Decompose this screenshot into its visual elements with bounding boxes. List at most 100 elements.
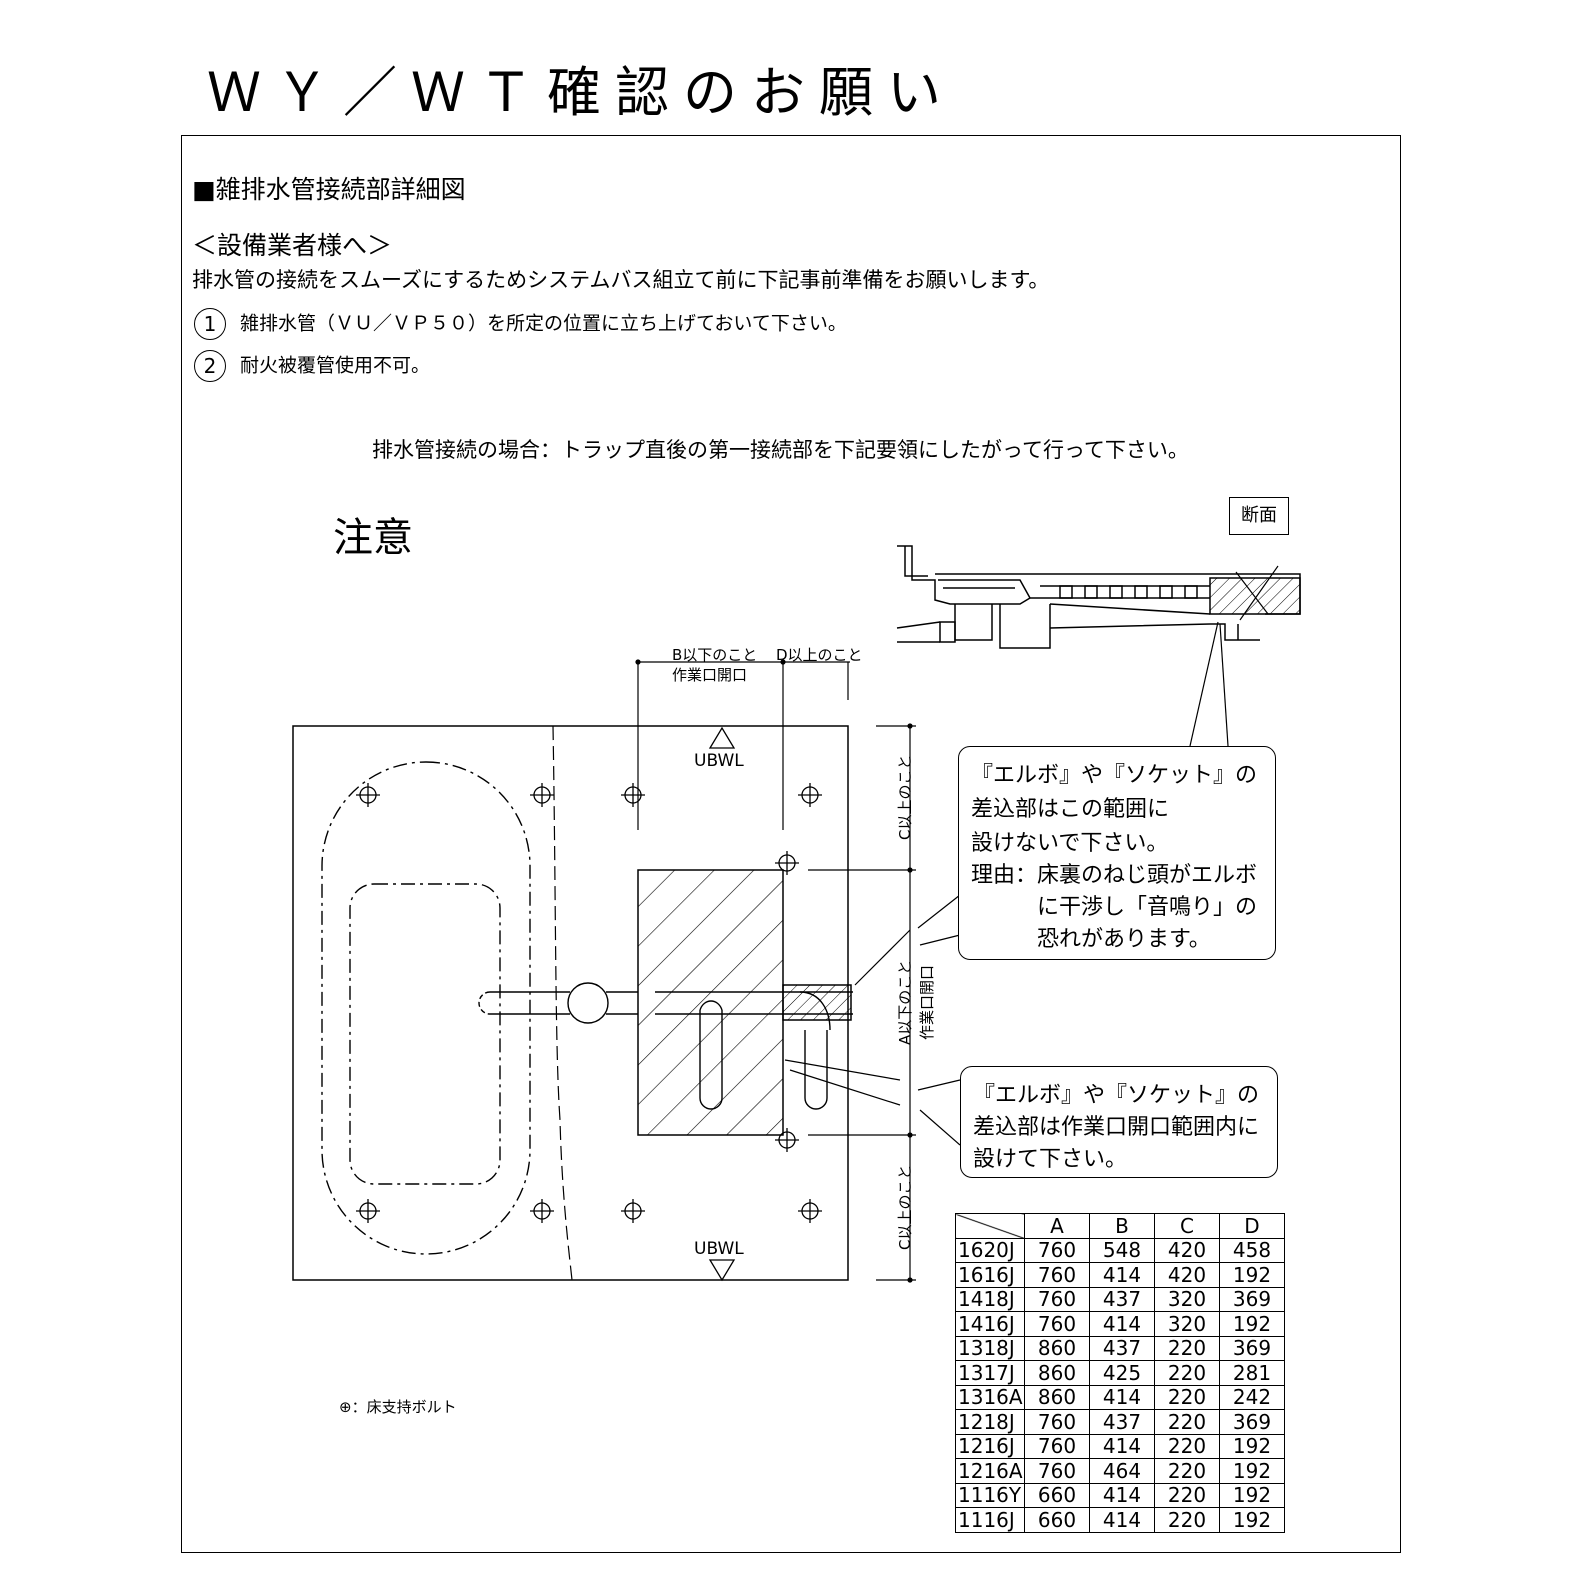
work-opening-area xyxy=(637,869,784,1136)
table-row-label: 1116Y xyxy=(955,1482,1025,1508)
table-cell: 760 xyxy=(1024,1262,1090,1288)
table-row-label: 1616J xyxy=(955,1262,1025,1288)
floor-division-line xyxy=(552,725,573,1281)
page-title: ＷＹ／ＷＴ確認のお願い xyxy=(207,61,955,124)
table-row-label: 1318J xyxy=(955,1335,1025,1361)
table-cell: 760 xyxy=(1024,1286,1090,1312)
intro-text: 排水管の接続をスムーズにするためシステムバス組立て前に下記事前準備をお願いします… xyxy=(192,268,1050,292)
bolt-symbol xyxy=(530,783,554,807)
table-cell: 425 xyxy=(1089,1360,1155,1386)
table-row-label: 1116J xyxy=(955,1507,1025,1533)
table-cell: 220 xyxy=(1154,1384,1220,1410)
bolt-symbol xyxy=(621,1199,645,1223)
item-text-2: 耐火被覆管使用不可。 xyxy=(240,354,431,377)
table-corner-cell xyxy=(955,1213,1025,1239)
table-cell: 660 xyxy=(1024,1482,1090,1508)
table-cell: 760 xyxy=(1024,1433,1090,1459)
section-break-lines xyxy=(1235,565,1279,621)
table-header-row: A B C D xyxy=(955,1213,1285,1239)
c-dimension-label-bottom: C以上のこと xyxy=(896,1165,914,1250)
right-dimension-lines xyxy=(808,723,916,1283)
table-cell: 220 xyxy=(1154,1482,1220,1508)
table-header-c: C xyxy=(1154,1213,1220,1239)
table-cell: 760 xyxy=(1024,1409,1090,1435)
table-cell: 369 xyxy=(1219,1286,1285,1312)
table-cell: 414 xyxy=(1089,1311,1155,1337)
bolt-symbol xyxy=(356,1199,380,1223)
ubwl-top-marker xyxy=(708,726,736,749)
bolt-symbol xyxy=(798,1199,822,1223)
item-text-1: 雑排水管（ＶＵ／ＶＰ５０）を所定の位置に立ち上げておいて下さい。 xyxy=(240,312,847,335)
ubwl-bottom-marker xyxy=(708,1259,736,1282)
table-cell: 760 xyxy=(1024,1458,1090,1484)
pipe-in-opening xyxy=(655,991,853,1110)
table-cell: 860 xyxy=(1024,1360,1090,1386)
table-cell: 242 xyxy=(1219,1384,1285,1410)
table-cell: 414 xyxy=(1089,1507,1155,1533)
table-cell: 414 xyxy=(1089,1482,1155,1508)
table-cell: 220 xyxy=(1154,1335,1220,1361)
table-row-label: 1620J xyxy=(955,1237,1025,1263)
table-cell: 220 xyxy=(1154,1507,1220,1533)
table-cell: 760 xyxy=(1024,1237,1090,1263)
ubwl-top-label: UBWL xyxy=(694,751,744,771)
table-cell: 437 xyxy=(1089,1286,1155,1312)
callout-bottom-line-1: 『エルボ』や『ソケット』の xyxy=(973,1083,1260,1108)
table-cell: 437 xyxy=(1089,1335,1155,1361)
table-cell: 220 xyxy=(1154,1433,1220,1459)
table-cell: 192 xyxy=(1219,1433,1285,1459)
table-cell: 192 xyxy=(1219,1262,1285,1288)
table-cell: 320 xyxy=(1154,1286,1220,1312)
table-row-label: 1416J xyxy=(955,1311,1025,1337)
callout-joint-in-opening: 『エルボ』や『ソケット』の 差込部は作業口開口範囲内に 設けて下さい。 xyxy=(960,1066,1278,1178)
table-cell: 420 xyxy=(1154,1237,1220,1263)
ubwl-bottom-label: UBWL xyxy=(694,1239,744,1259)
a-dimension-sublabel: 作業口開口 xyxy=(918,965,936,1040)
callout-top-line-3: 設けないで下さい。 xyxy=(971,831,1169,856)
bathtub-outline xyxy=(321,761,531,1255)
bolt-symbol xyxy=(621,783,645,807)
item-1: 1 雑排水管（ＶＵ／ＶＰ５０）を所定の位置に立ち上げておいて下さい。 xyxy=(194,308,847,340)
callout-no-joint-zone: 『エルボ』や『ソケット』の 差込部はこの範囲に 設けないで下さい。 理由：床裏の… xyxy=(958,746,1276,960)
table-cell: 320 xyxy=(1154,1311,1220,1337)
bolt-symbol xyxy=(530,1199,554,1223)
document-frame xyxy=(181,135,1401,1553)
table-cell: 220 xyxy=(1154,1409,1220,1435)
table-cell: 464 xyxy=(1089,1458,1155,1484)
b-dimension-sublabel: 作業口開口 xyxy=(672,666,747,684)
table-cell: 192 xyxy=(1219,1507,1285,1533)
callout-bottom-line-3: 設けて下さい。 xyxy=(973,1147,1128,1172)
d-dimension-label: D以上のこと xyxy=(776,646,863,664)
table-cell: 414 xyxy=(1089,1262,1155,1288)
item-number-1: 1 xyxy=(194,308,226,340)
table-cell: 192 xyxy=(1219,1311,1285,1337)
section-view-label: 断面 xyxy=(1229,497,1289,535)
bolt-legend: ⊕：床支持ボルト xyxy=(339,1398,457,1416)
bathtub-inner-outline xyxy=(349,883,501,1185)
c-dimension-label-top: C以上のこと xyxy=(896,755,914,840)
top-dimension-lines xyxy=(635,659,850,830)
table-cell: 458 xyxy=(1219,1237,1285,1263)
a-dimension-label: A以下のこと xyxy=(896,960,914,1045)
bolt-symbol xyxy=(798,783,822,807)
table-header-a: A xyxy=(1024,1213,1090,1239)
table-row-label: 1316A xyxy=(955,1384,1025,1410)
table-cell: 860 xyxy=(1024,1335,1090,1361)
table-cell: 369 xyxy=(1219,1335,1285,1361)
bolt-symbol xyxy=(775,851,799,875)
table-cell: 192 xyxy=(1219,1458,1285,1484)
item-number-2: 2 xyxy=(194,350,226,382)
callout-pointers xyxy=(784,621,1229,1146)
table-cell: 414 xyxy=(1089,1384,1155,1410)
